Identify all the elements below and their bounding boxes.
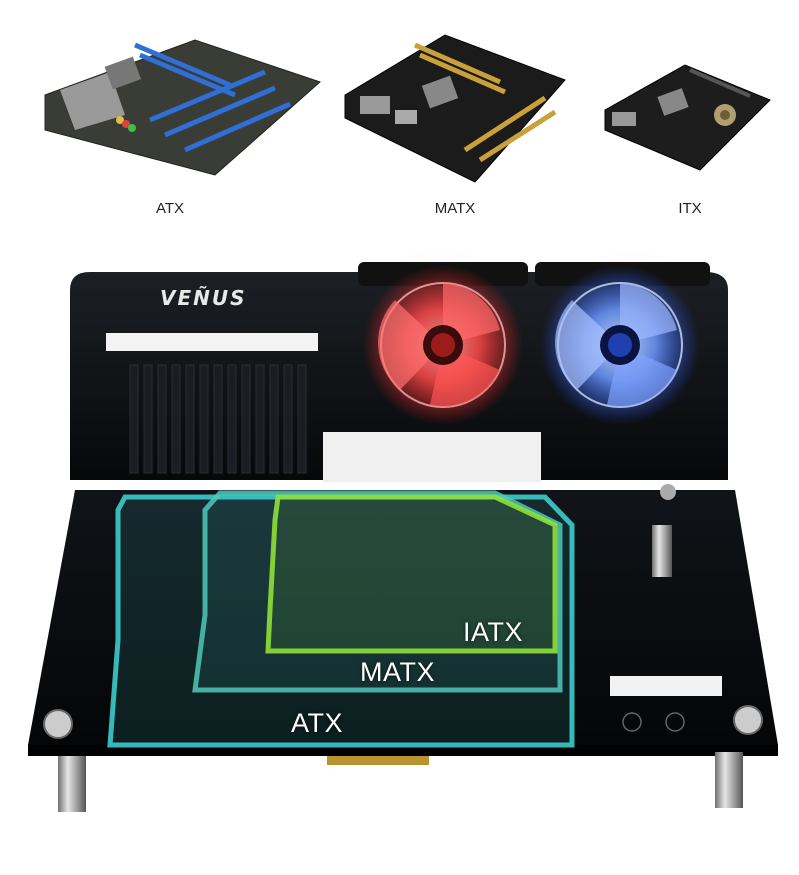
blue-led-fan [540,265,700,425]
io-connector [327,756,429,765]
matx-mounting-zone [192,490,563,693]
iatx-zone-label: IATX [463,617,524,647]
atx-zone-label: ATX [291,708,344,738]
atx-caption: ATX [155,200,185,217]
standoff-leg [58,525,743,812]
red-led-fan [363,265,523,425]
itx-caption: ITX [678,200,702,217]
thumb-screw [43,484,763,739]
atx-motherboard-image [44,39,321,176]
matx-caption: MATX [434,200,476,217]
matx-motherboard-image [344,34,566,183]
matx-zone-label: MATX [360,657,435,687]
itx-motherboard-image [604,64,771,171]
base-acrylic-plate [28,490,778,756]
iatx-mounting-zone [265,494,558,654]
venus-logo: VEÑUS [160,286,247,310]
atx-mounting-zone [107,494,575,748]
